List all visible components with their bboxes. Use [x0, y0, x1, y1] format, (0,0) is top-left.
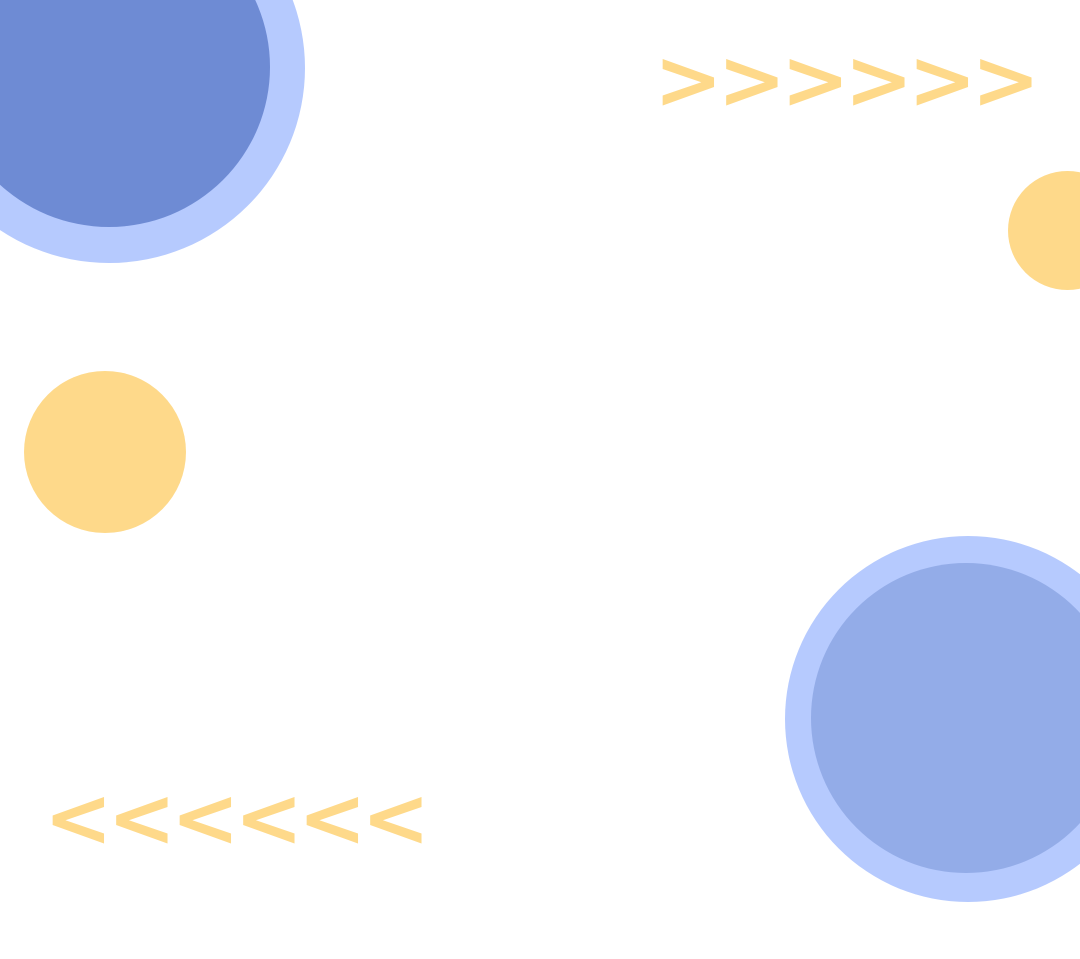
- left-yellow-dot: [24, 371, 186, 533]
- chevron-right-icon: >: [971, 33, 1041, 128]
- chevron-right-icon: >: [844, 33, 914, 128]
- chevron-right-icon: >: [717, 33, 787, 128]
- chevron-left-icon: <: [361, 771, 431, 866]
- bottom-left-chevron-row: < < < < < <: [44, 771, 431, 866]
- chevron-left-icon: <: [107, 771, 177, 866]
- top-right-chevron-row: > > > > > >: [654, 33, 1041, 128]
- chevron-left-icon: <: [44, 771, 113, 866]
- chevron-left-icon: <: [234, 771, 304, 866]
- chevron-right-icon: >: [654, 33, 723, 128]
- chevron-left-icon: <: [171, 771, 240, 866]
- chevron-left-icon: <: [298, 771, 367, 866]
- chevron-right-icon: >: [908, 33, 977, 128]
- top-right-yellow-dot: [1008, 171, 1080, 290]
- bottom-right-inner-circle: [811, 563, 1080, 873]
- chevron-right-icon: >: [781, 33, 850, 128]
